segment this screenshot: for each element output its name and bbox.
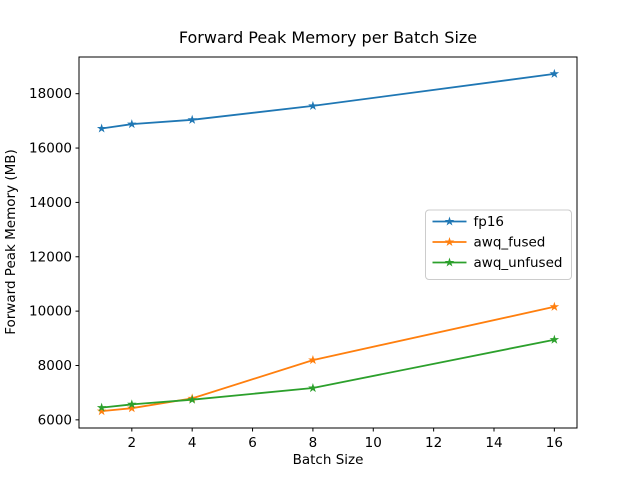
series-line-awq_fused <box>101 305 555 412</box>
series-marker-fp16 <box>127 119 137 129</box>
x-tick-label: 14 <box>485 435 502 451</box>
y-tick-label: 8000 <box>38 358 72 374</box>
legend-label-awq_unfused: awq_unfused <box>474 255 563 271</box>
plot-area: 2 4 6 8 10 12 14 16 6000 8000 10000 12000 14000 16000… <box>29 56 578 451</box>
series-marker-awq_fused <box>549 301 560 311</box>
series-marker-awq_unfused <box>127 399 137 409</box>
series-marker-fp16 <box>308 100 318 110</box>
y-tick-label: 18000 <box>29 86 72 102</box>
y-tick-label: 16000 <box>29 141 72 157</box>
legend: fp16 awq_fused awq_unfused <box>425 209 572 280</box>
legend-label-fp16: fp16 <box>474 214 505 230</box>
legend-marker-awq_fused <box>444 237 455 247</box>
series-marker-awq_fused <box>308 355 318 365</box>
y-tick-label: 10000 <box>29 304 72 320</box>
x-tick-label: 4 <box>188 435 197 451</box>
legend-label-awq_fused: awq_fused <box>474 235 546 251</box>
legend-marker-fp16 <box>444 216 455 226</box>
series-marker-fp16 <box>96 123 107 133</box>
series-marker-awq_fused <box>96 406 107 416</box>
y-tick-label: 6000 <box>38 412 72 428</box>
series-marker-awq_unfused <box>308 383 318 393</box>
y-axis-label: Forward Peak Memory (MB) <box>3 149 19 335</box>
x-tick-label: 10 <box>365 435 382 451</box>
x-tick-label: 16 <box>546 435 563 451</box>
x-tick-label: 8 <box>309 435 318 451</box>
series-marker-awq_unfused <box>96 402 107 412</box>
legend-marker-awq_unfused <box>444 257 455 267</box>
y-tick-label: 12000 <box>29 249 72 265</box>
series-line-fp16 <box>101 73 555 130</box>
series-marker-awq_fused <box>127 403 137 413</box>
series-marker-fp16 <box>549 68 560 78</box>
x-tick-label: 2 <box>128 435 137 451</box>
series-marker-awq_unfused <box>549 334 560 344</box>
series-marker-awq_unfused <box>187 394 197 404</box>
x-tick-label: 12 <box>425 435 442 451</box>
x-axis-label: Batch Size <box>293 452 364 468</box>
plot-frame <box>78 56 578 429</box>
chart-title: Forward Peak Memory per Batch Size <box>179 28 477 47</box>
x-tick-label: 6 <box>248 435 257 451</box>
series-marker-fp16 <box>187 114 197 124</box>
y-tick-label: 14000 <box>29 195 72 211</box>
series-line-awq_unfused <box>101 338 555 409</box>
